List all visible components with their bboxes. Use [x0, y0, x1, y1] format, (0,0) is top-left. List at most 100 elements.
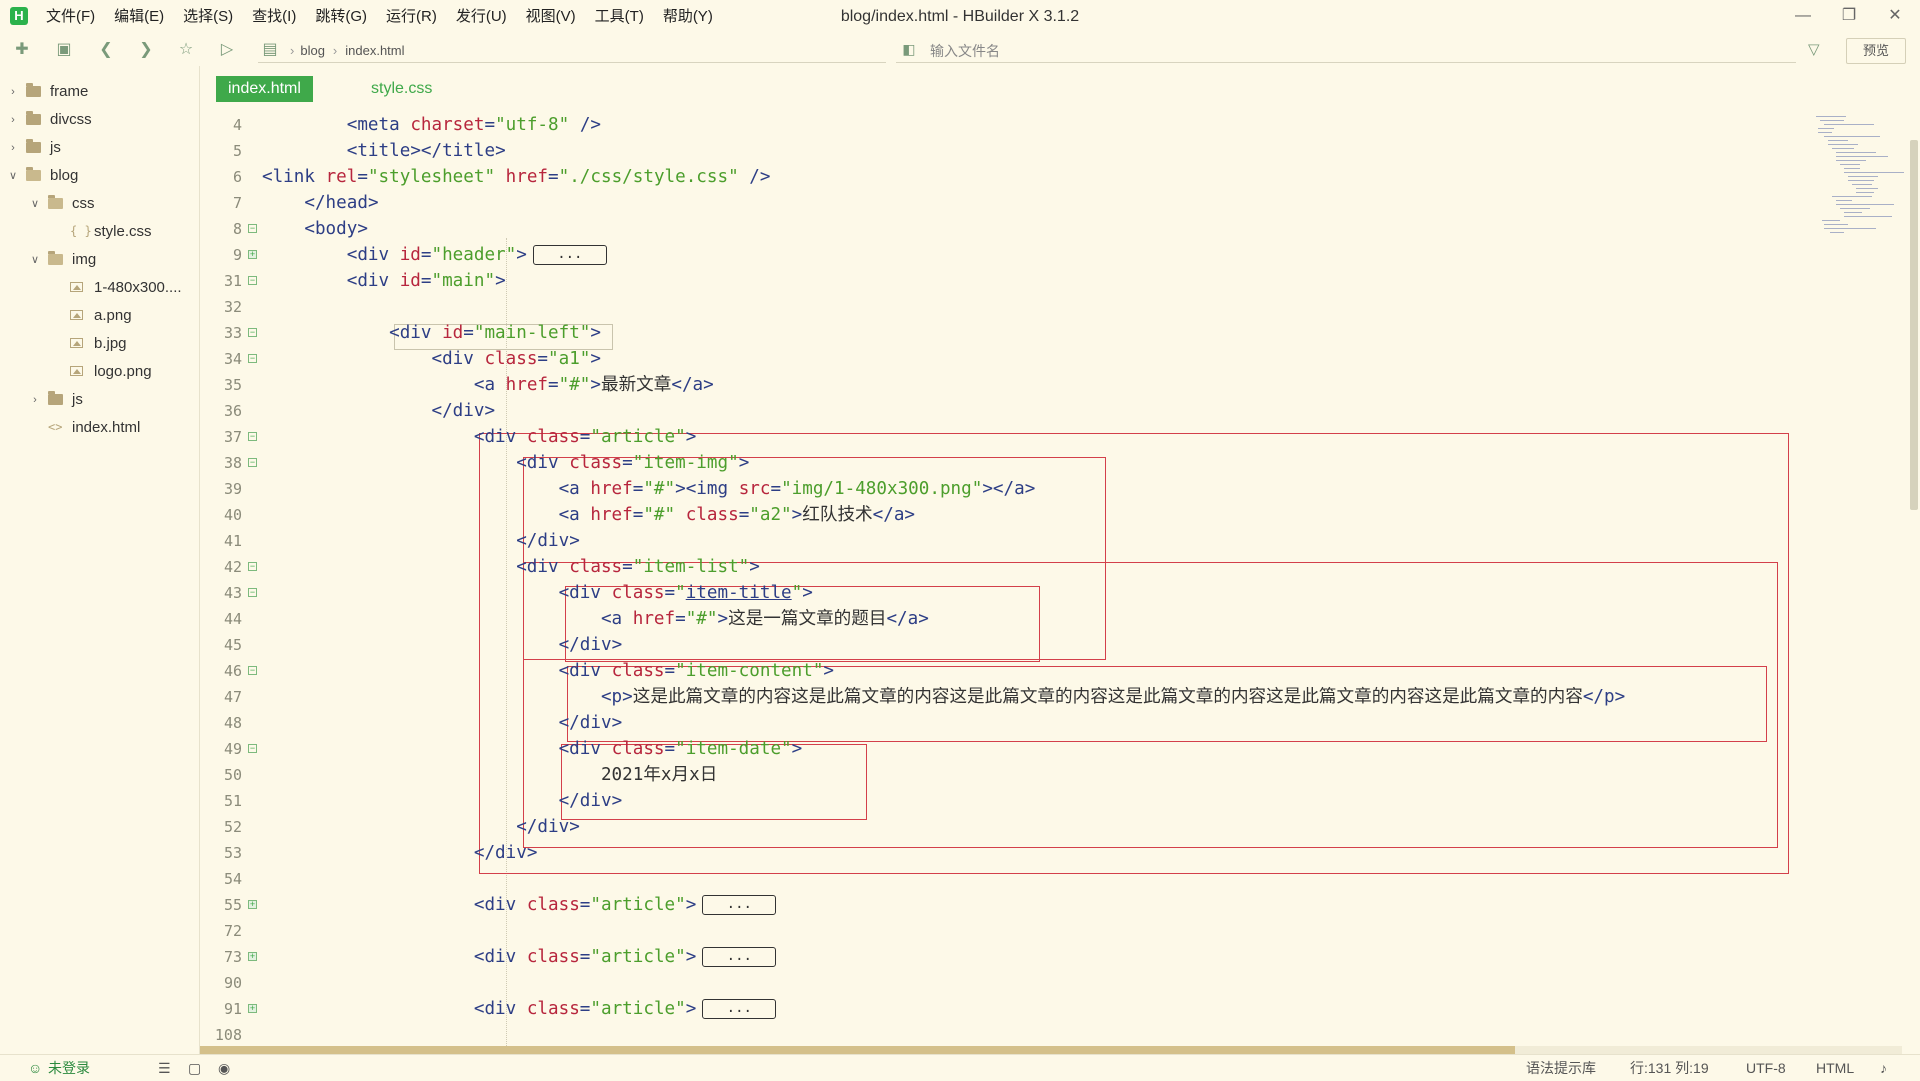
code-line[interactable]: 44 <a href="#">这是一篇文章的题目</a> — [200, 606, 1902, 632]
code-line[interactable]: 8− <body> — [200, 216, 1902, 242]
file-search-icon[interactable]: ◧ — [902, 41, 916, 57]
breadcrumb-item-file[interactable]: index.html — [345, 42, 405, 58]
fold-collapse-icon[interactable]: − — [248, 327, 257, 337]
fold-collapse-icon[interactable]: − — [248, 587, 257, 597]
code-line[interactable]: 47 <p>这是此篇文章的内容这是此篇文章的内容这是此篇文章的内容这是此篇文章的… — [200, 684, 1902, 710]
code-line[interactable]: 48 </div> — [200, 710, 1902, 736]
fold-collapse-icon[interactable]: − — [248, 353, 257, 363]
fold-expand-icon[interactable]: + — [248, 1003, 257, 1013]
code-line[interactable]: 36 </div> — [200, 398, 1902, 424]
terminal-icon[interactable]: ▢ — [188, 1060, 202, 1076]
minimap[interactable] — [1810, 114, 1904, 284]
code-line[interactable]: 45 </div> — [200, 632, 1902, 658]
code-line[interactable]: 40 <a href="#" class="a2">红队技术</a> — [200, 502, 1902, 528]
fold-collapse-icon[interactable]: − — [248, 665, 257, 675]
breadcrumb-item-blog[interactable]: blog — [300, 42, 325, 58]
vertical-scrollbar[interactable] — [1910, 140, 1918, 510]
cursor-position[interactable]: 行:131 列:19 — [1630, 1060, 1709, 1076]
code-line[interactable]: 31− <div id="main"> — [200, 268, 1902, 294]
tree-item-img[interactable]: ∨img — [0, 246, 199, 274]
code-line[interactable]: 73+ <div class="article">... — [200, 944, 1902, 970]
code-line[interactable]: 54 — [200, 866, 1902, 892]
code-line[interactable]: 5 <title></title> — [200, 138, 1902, 164]
tree-item-style-css[interactable]: { }style.css — [0, 218, 199, 246]
tree-item-blog[interactable]: ∨blog — [0, 162, 199, 190]
chevron-right-icon[interactable]: › — [11, 86, 15, 98]
menu-item[interactable]: 发行(U) — [455, 8, 507, 25]
folder-icon[interactable]: ▤ — [262, 41, 278, 58]
language-mode[interactable]: HTML — [1816, 1060, 1855, 1076]
encoding[interactable]: UTF-8 — [1746, 1060, 1786, 1076]
notification-bell-icon[interactable]: ♪ — [1880, 1060, 1887, 1076]
restore-icon[interactable]: ❐ — [1841, 7, 1857, 24]
close-icon[interactable]: ✕ — [1888, 7, 1902, 24]
horizontal-scrollbar[interactable] — [200, 1046, 1515, 1054]
menu-item[interactable]: 编辑(E) — [114, 8, 165, 25]
code-line[interactable]: 7 </head> — [200, 190, 1902, 216]
chevron-right-icon[interactable]: › — [11, 142, 15, 154]
code-line[interactable]: 90 — [200, 970, 1902, 996]
menu-item[interactable]: 视图(V) — [525, 8, 576, 25]
fold-expand-icon[interactable]: + — [248, 899, 257, 909]
filter-icon[interactable]: ▽ — [1808, 41, 1820, 58]
collapsed-region-button[interactable]: ... — [532, 245, 607, 265]
code-line[interactable]: 72 — [200, 918, 1902, 944]
code-line[interactable]: 37− <div class="article"> — [200, 424, 1902, 450]
tree-item-1-480x300-[interactable]: 1-480x300.... — [0, 274, 199, 302]
run-icon[interactable]: ▷ — [220, 41, 234, 58]
fold-collapse-icon[interactable]: − — [248, 275, 257, 285]
chevron-down-icon[interactable]: ∨ — [8, 170, 18, 182]
fold-collapse-icon[interactable]: − — [248, 743, 257, 753]
code-line[interactable]: 33− <div id="main-left"> — [200, 320, 1902, 346]
fold-expand-icon[interactable]: + — [248, 249, 257, 259]
code-line[interactable]: 9+ <div id="header">... — [200, 242, 1902, 268]
tree-item-js[interactable]: ›js — [0, 386, 199, 414]
code-line[interactable]: 49− <div class="item-date"> — [200, 736, 1902, 762]
code-line[interactable]: 108 — [200, 1022, 1902, 1046]
chevron-right-icon[interactable]: › — [33, 394, 37, 406]
code-line[interactable]: 51 </div> — [200, 788, 1902, 814]
preview-button[interactable]: 预览 — [1846, 38, 1906, 64]
chevron-right-icon[interactable]: › — [11, 114, 15, 126]
code-line[interactable]: 53 </div> — [200, 840, 1902, 866]
code-line[interactable]: 38− <div class="item-img"> — [200, 450, 1902, 476]
menu-item[interactable]: 帮助(Y) — [662, 8, 713, 25]
code-line[interactable]: 46− <div class="item-content"> — [200, 658, 1902, 684]
collapsed-region-button[interactable]: ... — [702, 895, 777, 915]
back-icon[interactable]: ❮ — [99, 41, 113, 58]
star-icon[interactable]: ☆ — [178, 41, 194, 58]
chevron-down-icon[interactable]: ∨ — [30, 198, 40, 210]
menu-item[interactable]: 运行(R) — [386, 8, 437, 25]
login-status[interactable]: 未登录 — [48, 1060, 90, 1076]
fold-collapse-icon[interactable]: − — [248, 431, 257, 441]
code-line[interactable]: 52 </div> — [200, 814, 1902, 840]
menu-item[interactable]: 工具(T) — [594, 8, 644, 25]
fold-expand-icon[interactable]: + — [248, 951, 257, 961]
code-line[interactable]: 35 <a href="#">最新文章</a> — [200, 372, 1902, 398]
minimize-icon[interactable]: — — [1795, 7, 1811, 24]
code-line[interactable]: 39 <a href="#"><img src="img/1-480x300.p… — [200, 476, 1902, 502]
collapsed-region-button[interactable]: ... — [702, 947, 777, 967]
forward-icon[interactable]: ❯ — [139, 41, 153, 58]
code-line[interactable]: 41 </div> — [200, 528, 1902, 554]
menu-item[interactable]: 跳转(G) — [315, 8, 367, 25]
tree-item-divcss[interactable]: ›divcss — [0, 106, 199, 134]
code-line[interactable]: 34− <div class="a1"> — [200, 346, 1902, 372]
fold-collapse-icon[interactable]: − — [248, 457, 257, 467]
tree-item-index-html[interactable]: <>index.html — [0, 414, 199, 442]
new-file-icon[interactable]: ✚ — [15, 41, 29, 58]
save-icon[interactable]: ▣ — [56, 41, 72, 58]
chevron-down-icon[interactable]: ∨ — [30, 254, 40, 266]
tree-item-logo-png[interactable]: logo.png — [0, 358, 199, 386]
tree-item-a-png[interactable]: a.png — [0, 302, 199, 330]
menu-item[interactable]: 选择(S) — [183, 8, 234, 25]
code-line[interactable]: 42− <div class="item-list"> — [200, 554, 1902, 580]
tree-item-b-jpg[interactable]: b.jpg — [0, 330, 199, 358]
console-icon[interactable]: ◉ — [218, 1060, 231, 1076]
user-icon[interactable]: ☺ — [28, 1060, 43, 1076]
fold-collapse-icon[interactable]: − — [248, 223, 257, 233]
code-editor[interactable]: 4 <meta charset="utf-8" />5 <title></tit… — [200, 108, 1902, 1046]
tab-style-css[interactable]: style.css — [371, 80, 433, 97]
menu-item[interactable]: 查找(I) — [252, 8, 297, 25]
tab-index-html[interactable]: index.html — [216, 76, 313, 102]
